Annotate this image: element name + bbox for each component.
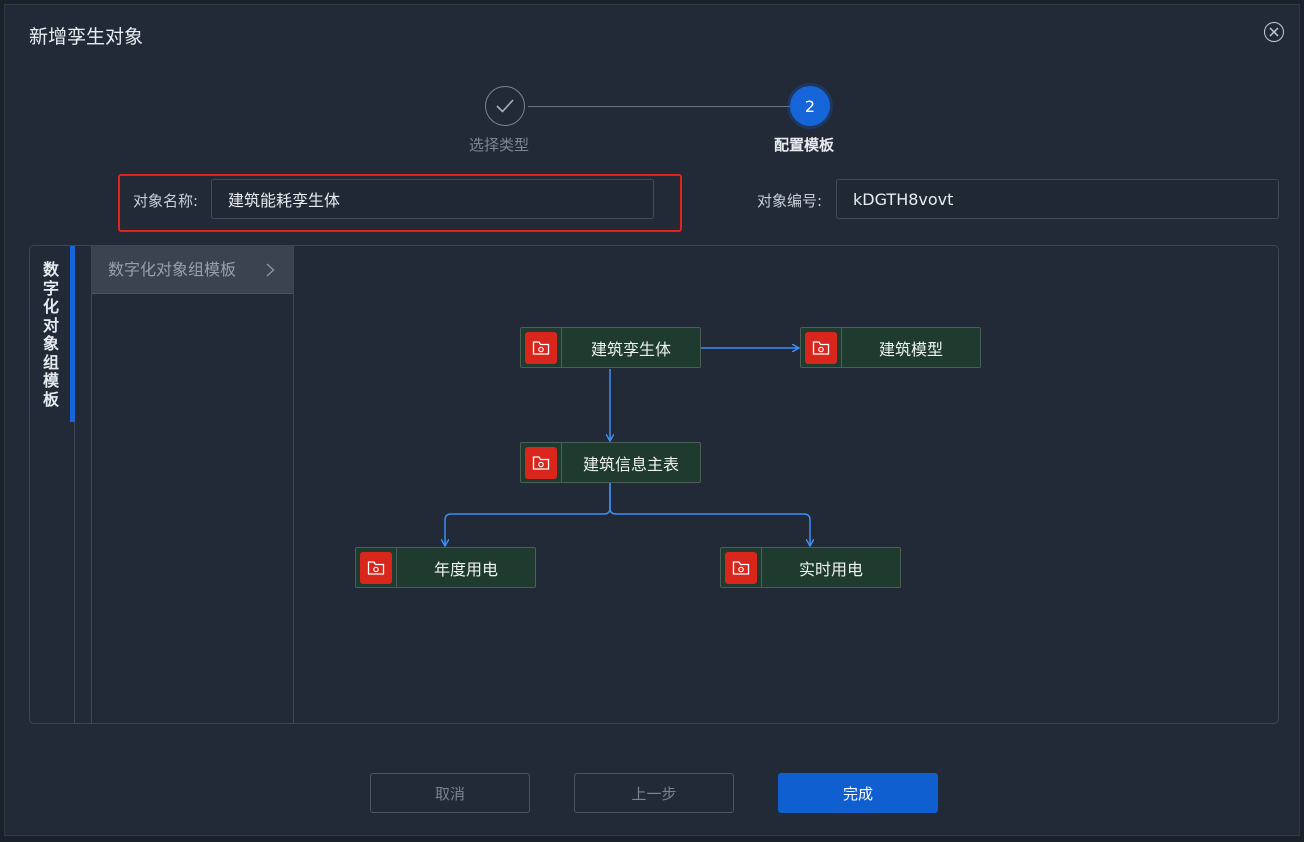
cancel-button[interactable]: 取消 (370, 773, 530, 813)
close-button[interactable] (1264, 22, 1284, 42)
tree-item-digital-object-template[interactable]: 数字化对象组模板 (92, 246, 293, 294)
graph-node[interactable]: 年度用电 (355, 547, 536, 588)
finish-button[interactable]: 完成 (778, 773, 938, 813)
graph-node-label: 建筑模型 (878, 339, 943, 359)
graph-node[interactable]: 建筑信息主表 (520, 442, 701, 483)
close-circle-icon (1269, 27, 1279, 37)
chevron-right-icon[interactable] (266, 263, 275, 277)
step-2-label: 配置模板 (774, 136, 835, 154)
previous-step-button[interactable]: 上一步 (574, 773, 734, 813)
step-2-indicator: 2 (790, 86, 830, 126)
folder-icon (725, 551, 757, 584)
tree-item-label: 数字化对象组模板 (108, 260, 237, 279)
edge-n3-n5 (609, 483, 810, 545)
object-name-input[interactable] (211, 179, 654, 219)
graph-node[interactable]: 建筑模型 (800, 327, 981, 368)
folder-icon (525, 446, 557, 479)
folder-icon (360, 551, 392, 584)
graph-node[interactable]: 建筑孪生体 (520, 327, 701, 368)
side-tab-digital-object-template[interactable]: 数字化对象组模板 (30, 246, 75, 723)
name-field-highlight (118, 174, 682, 232)
template-tree: 数字化对象组模板 (91, 246, 294, 723)
check-icon (496, 99, 514, 113)
graph-node[interactable]: 实时用电 (720, 547, 901, 588)
step-1-label: 选择类型 (469, 136, 530, 154)
graph-node-label: 建筑信息主表 (582, 454, 679, 474)
step-1-indicator (485, 86, 525, 126)
object-name-label: 对象名称: (133, 192, 199, 210)
edge-n3-n4 (445, 483, 611, 545)
folder-icon (805, 331, 837, 364)
dialog-title: 新增孪生对象 (29, 26, 144, 48)
object-code-label: 对象编号: (757, 192, 823, 210)
graph-edges (294, 246, 1278, 723)
step-2-number: 2 (804, 96, 816, 116)
graph-node-label: 建筑孪生体 (590, 339, 671, 359)
side-tab-active-indicator (70, 246, 75, 422)
template-panel: 数字化对象组模板 数字化对象组模板 (29, 245, 1279, 724)
graph-canvas: 建筑孪生体 建筑模型 建筑信息主表 (294, 246, 1278, 723)
object-code-input[interactable] (836, 179, 1279, 219)
graph-node-label: 实时用电 (798, 559, 863, 579)
side-tab-label: 数字化对象组模板 (42, 260, 59, 409)
new-twin-object-dialog: 新增孪生对象 选择类型 2 配置模板 对象名称: 对象编号: 数字化对象组模板 … (4, 4, 1300, 836)
folder-icon (525, 331, 557, 364)
graph-node-label: 年度用电 (433, 559, 498, 579)
step-connector (528, 106, 790, 107)
